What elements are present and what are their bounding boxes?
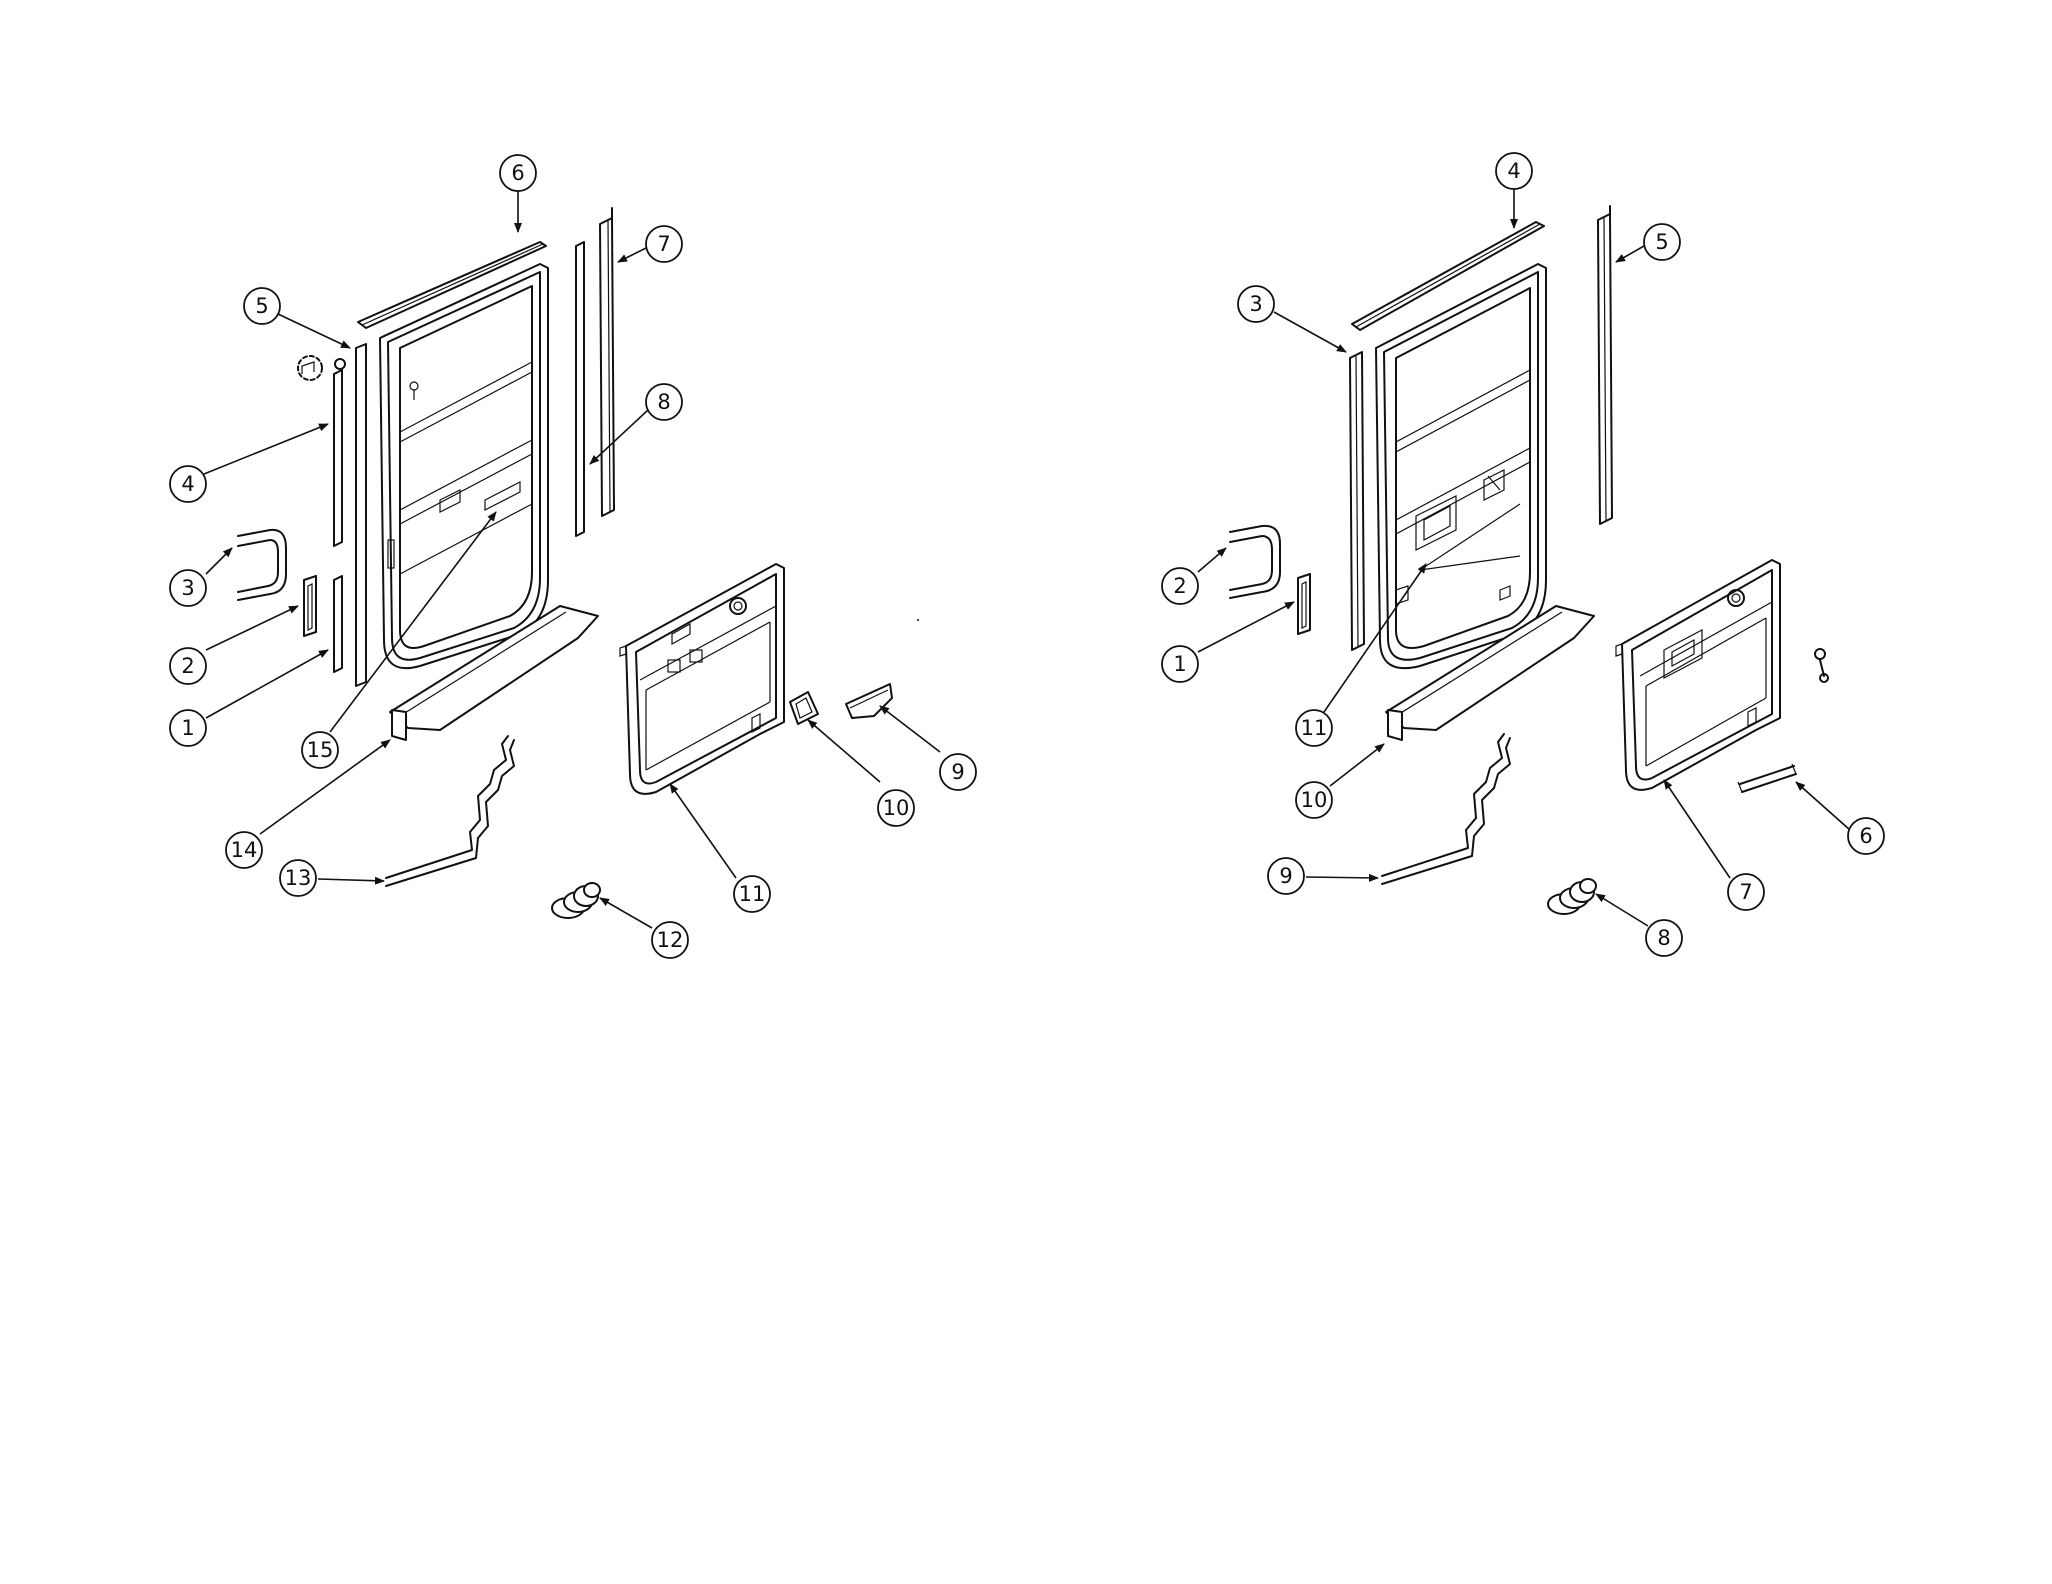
left-callout-label: 4 bbox=[181, 472, 194, 496]
right-callout-label: 10 bbox=[1301, 788, 1328, 812]
left-callout-label: 13 bbox=[285, 866, 312, 890]
left-callout: 6 bbox=[500, 155, 536, 191]
left-part-rod bbox=[386, 736, 514, 886]
left-callout-label: 15 bbox=[307, 738, 334, 762]
left-callout-label: 14 bbox=[231, 838, 258, 862]
right-assembly: 4 5 3 2 1 11 10 9 7 6 8 bbox=[1162, 153, 1884, 956]
left-callout: 8 bbox=[646, 384, 682, 420]
left-part-arm-rest bbox=[846, 684, 892, 718]
right-callout: 2 bbox=[1162, 568, 1198, 604]
right-part-step-tray bbox=[1386, 606, 1594, 740]
left-part-seal-7 bbox=[600, 208, 614, 516]
right-callout-label: 4 bbox=[1507, 159, 1520, 183]
left-part-knob bbox=[552, 883, 600, 918]
right-callout-label: 11 bbox=[1301, 716, 1328, 740]
left-callout: 2 bbox=[170, 648, 206, 684]
right-part-pin bbox=[1815, 649, 1828, 682]
left-callout: 3 bbox=[170, 570, 206, 606]
right-callout: 4 bbox=[1496, 153, 1532, 189]
left-part-header-strip bbox=[358, 242, 546, 328]
right-callout: 1 bbox=[1162, 646, 1198, 682]
left-callout-label: 8 bbox=[657, 390, 670, 414]
right-callout: 9 bbox=[1268, 858, 1304, 894]
left-part-seal-8 bbox=[576, 242, 584, 536]
left-callout: 4 bbox=[170, 466, 206, 502]
left-callout: 9 bbox=[940, 754, 976, 790]
right-callout-label: 1 bbox=[1173, 652, 1186, 676]
left-callout-label: 11 bbox=[739, 882, 766, 906]
left-callout-label: 10 bbox=[883, 796, 910, 820]
right-callout-label: 5 bbox=[1655, 230, 1668, 254]
right-callout: 7 bbox=[1728, 874, 1764, 910]
left-callout-label: 6 bbox=[511, 161, 524, 185]
left-callout: 14 bbox=[226, 832, 262, 868]
left-callout-label: 2 bbox=[181, 654, 194, 678]
right-part-seal-3 bbox=[1350, 352, 1364, 650]
left-part-seal-5 bbox=[356, 344, 366, 686]
left-callout-label: 7 bbox=[657, 232, 670, 256]
left-callout-label: 9 bbox=[951, 760, 964, 784]
right-callout: 3 bbox=[1238, 286, 1274, 322]
left-part-bracket bbox=[304, 576, 316, 636]
right-part-seal-5 bbox=[1598, 206, 1612, 524]
left-part-seal-1 bbox=[334, 576, 342, 672]
right-part-interior-panel bbox=[1616, 560, 1780, 790]
right-part-bracket bbox=[1298, 574, 1310, 634]
left-callout-label: 12 bbox=[657, 928, 684, 952]
right-callout-label: 2 bbox=[1173, 574, 1186, 598]
left-callout: 13 bbox=[280, 860, 316, 896]
left-part-door-frame bbox=[380, 264, 548, 668]
right-callout: 6 bbox=[1848, 818, 1884, 854]
right-callout: 8 bbox=[1646, 920, 1682, 956]
right-callout-label: 8 bbox=[1657, 926, 1670, 950]
right-part-grab-handle bbox=[1230, 526, 1280, 598]
left-assembly: 6 7 5 8 4 3 2 1 15 14 13 11 10 9 12 bbox=[170, 155, 976, 958]
left-part-seal-4 bbox=[298, 356, 345, 546]
left-callout: 12 bbox=[652, 922, 688, 958]
right-callout-label: 7 bbox=[1739, 880, 1752, 904]
left-part-latch bbox=[790, 692, 818, 724]
right-part-knob bbox=[1548, 879, 1596, 914]
right-callout-label: 6 bbox=[1859, 824, 1872, 848]
left-part-grab-handle bbox=[238, 530, 286, 600]
left-callout-label: 3 bbox=[181, 576, 194, 600]
right-part-door-frame bbox=[1376, 264, 1546, 668]
right-part-rod bbox=[1382, 734, 1510, 884]
right-callout: 10 bbox=[1296, 782, 1332, 818]
left-callout: 10 bbox=[878, 790, 914, 826]
right-callout: 5 bbox=[1644, 224, 1680, 260]
left-part-step-tray bbox=[390, 606, 598, 740]
left-callout: 1 bbox=[170, 710, 206, 746]
left-callout: 7 bbox=[646, 226, 682, 262]
right-callout: 11 bbox=[1296, 710, 1332, 746]
left-callout: 11 bbox=[734, 876, 770, 912]
left-callout: 15 bbox=[302, 732, 338, 768]
left-part-interior-panel bbox=[620, 564, 784, 794]
left-callout-label: 5 bbox=[255, 294, 268, 318]
left-callout: 5 bbox=[244, 288, 280, 324]
right-part-strap bbox=[1738, 764, 1796, 792]
right-callout-label: 3 bbox=[1249, 292, 1262, 316]
right-callout-label: 9 bbox=[1279, 864, 1292, 888]
left-callout-label: 1 bbox=[181, 716, 194, 740]
